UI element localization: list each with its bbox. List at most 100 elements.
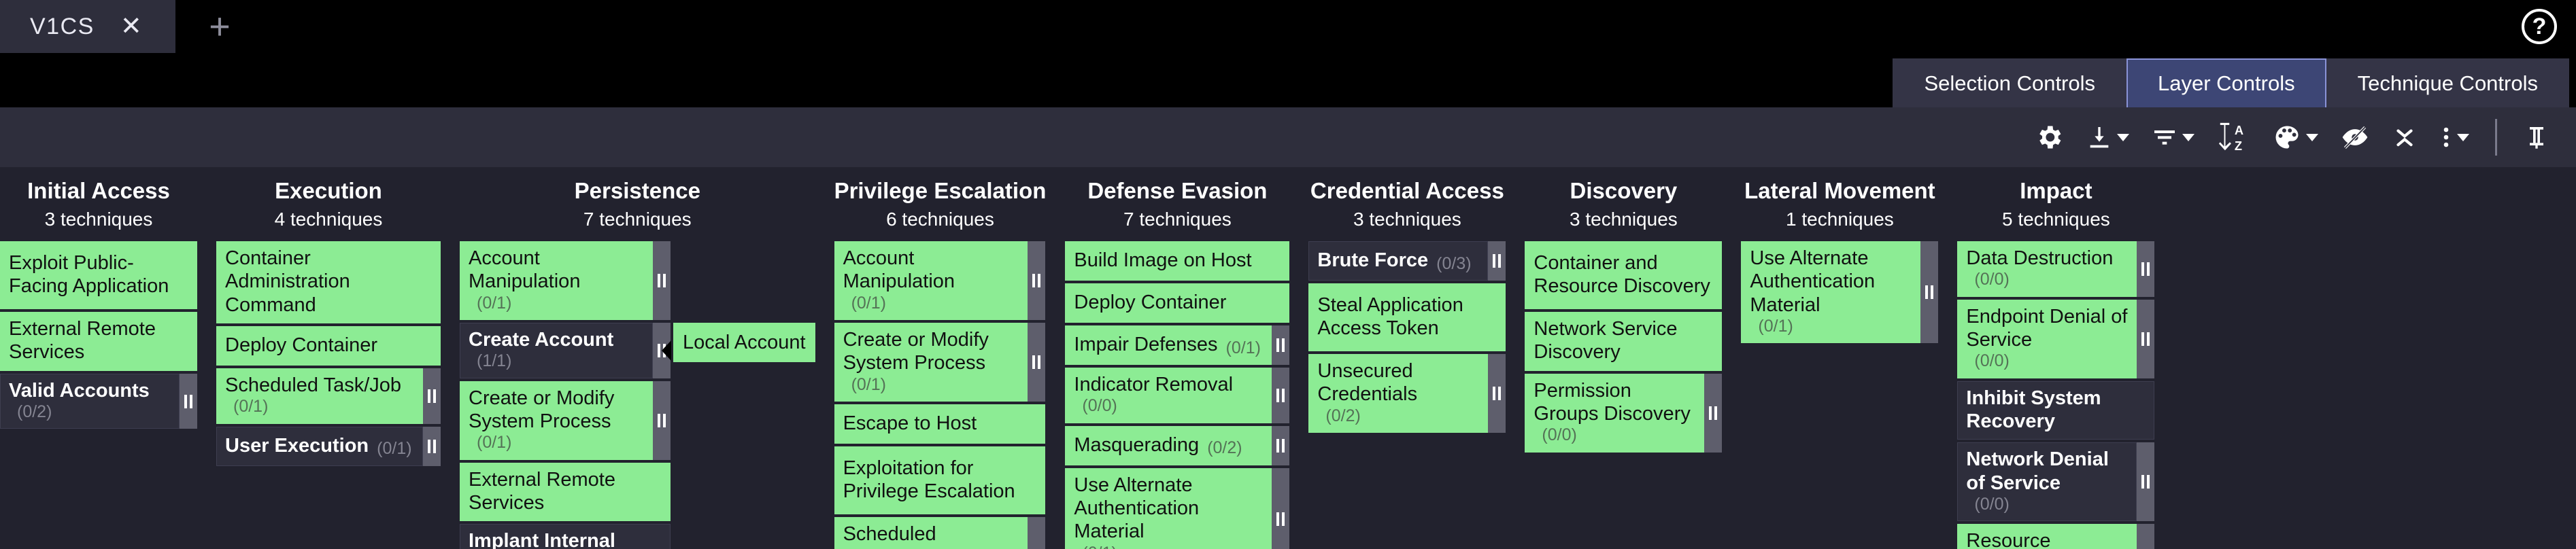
technique-cell[interactable]: Exploit Public-Facing Application <box>0 241 197 310</box>
technique-cell[interactable]: Resource Hijacking(0/2) <box>1957 524 2137 549</box>
technique-cell[interactable]: Escape to Host <box>834 404 1045 444</box>
technique-cell[interactable]: Create or Modify System Process(0/1) <box>460 380 653 460</box>
technique-cell[interactable]: Use Alternate Authentication Material(0/… <box>1741 241 1921 344</box>
technique-row: Masquerading(0/2) <box>1065 425 1290 465</box>
technique-name: Scheduled Task/Job <box>225 374 402 396</box>
subtechnique-toggle[interactable] <box>1272 467 1290 549</box>
technique-cell[interactable]: External Remote Services <box>0 312 197 371</box>
subtechnique-toggle[interactable] <box>2137 299 2155 378</box>
close-icon[interactable]: ✕ <box>120 12 142 41</box>
technique-cell[interactable]: Implant Internal Image <box>460 524 671 549</box>
more-vert-icon[interactable] <box>2431 118 2477 156</box>
technique-cell[interactable]: Impair Defenses(0/1) <box>1065 325 1272 366</box>
technique-cell[interactable]: Use Alternate Authentication Material(0/… <box>1065 467 1272 549</box>
technique-name: Build Image on Host <box>1074 249 1252 272</box>
subtechnique-cell[interactable]: Local Account <box>673 323 815 363</box>
subtechnique-toggle[interactable] <box>1488 241 1506 281</box>
technique-cell[interactable]: Steal Application Access Token <box>1308 283 1506 352</box>
control-tab-technique-controls[interactable]: Technique Controls <box>2326 58 2569 107</box>
technique-row: Endpoint Denial of Service(0/0) <box>1957 299 2155 378</box>
technique-cell[interactable]: Inhibit System Recovery <box>1957 380 2155 440</box>
hide-disabled-icon[interactable] <box>2332 118 2378 156</box>
technique-cell[interactable]: Container and Resource Discovery <box>1525 241 1723 310</box>
tactic-header: Privilege Escalation 6 techniques <box>834 177 1047 230</box>
technique-row: Scheduled Task/Job(0/1) <box>216 368 441 424</box>
technique-row: Resource Hijacking(0/2) <box>1957 524 2155 549</box>
plus-icon[interactable]: + <box>209 6 231 47</box>
subtechnique-toggle[interactable] <box>2137 524 2155 549</box>
subtechnique-toggle[interactable] <box>180 373 197 429</box>
tactic-technique-count: 6 techniques <box>886 209 994 230</box>
subtechnique-toggle[interactable] <box>423 368 441 424</box>
subtechnique-toggle-glyph <box>1276 438 1280 453</box>
filter-icon[interactable] <box>2143 118 2203 156</box>
technique-row: Brute Force(0/3) <box>1308 241 1506 281</box>
subtechnique-count: (0/0) <box>1974 351 2010 371</box>
technique-cell[interactable]: Brute Force(0/3) <box>1308 241 1489 281</box>
subtechnique-toggle[interactable] <box>1920 241 1939 344</box>
technique-cell[interactable]: Scheduled Task/Job(0/1) <box>216 368 423 424</box>
technique-cell[interactable]: Valid Accounts(0/2) <box>0 373 180 429</box>
subtechnique-toggle-glyph <box>2141 332 2145 346</box>
help-circle-icon[interactable]: ? <box>2522 9 2557 44</box>
color-palette-icon[interactable] <box>2264 118 2326 156</box>
subtechnique-toggle[interactable] <box>1027 517 1045 549</box>
subtechnique-toggle[interactable] <box>1488 354 1506 433</box>
technique-name: Create or Modify System Process <box>843 329 989 374</box>
technique-cell[interactable]: Deploy Container <box>1065 283 1290 323</box>
technique-cell[interactable]: Create Account(1/1) <box>460 323 653 378</box>
technique-cell[interactable]: Masquerading(0/2) <box>1065 425 1272 465</box>
subtechnique-count: (1/1) <box>477 351 512 371</box>
control-tab-selection-controls[interactable]: Selection Controls <box>1893 58 2127 107</box>
technique-cell[interactable]: Account Manipulation(0/1) <box>834 241 1028 321</box>
subtechnique-toggle[interactable] <box>2137 442 2155 522</box>
subtechnique-toggle[interactable] <box>1272 425 1290 465</box>
technique-cell[interactable]: Create or Modify System Process(0/1) <box>834 323 1028 402</box>
technique-cell[interactable]: Unsecured Credentials(0/2) <box>1308 354 1489 433</box>
subtechnique-toggle[interactable] <box>653 380 671 460</box>
pin-icon[interactable] <box>2515 118 2558 157</box>
technique-cell[interactable]: Build Image on Host <box>1065 241 1290 281</box>
technique-row: Build Image on Host <box>1065 241 1290 281</box>
technique-cell[interactable]: Account Manipulation(0/1) <box>460 241 653 321</box>
layer-tab[interactable]: V1CS ✕ <box>0 0 175 53</box>
subtechnique-toggle[interactable] <box>1272 325 1290 366</box>
technique-cell[interactable]: Scheduled Task/Job(0/1) <box>834 517 1028 549</box>
technique-cell[interactable]: Permission Groups Discovery(0/0) <box>1525 373 1705 453</box>
technique-cell[interactable]: Network Denial of Service(0/0) <box>1957 442 2137 522</box>
control-tab-layer-controls[interactable]: Layer Controls <box>2126 58 2326 107</box>
subtechnique-toggle-glyph <box>2141 262 2145 277</box>
technique-cell[interactable]: External Remote Services <box>460 462 671 522</box>
technique-cell[interactable]: Indicator Removal(0/0) <box>1065 368 1272 423</box>
download-icon[interactable] <box>2078 118 2137 156</box>
technique-cell[interactable]: Network Service Discovery <box>1525 312 1723 371</box>
subtechnique-toggle[interactable] <box>1027 241 1045 321</box>
subtechnique-toggle[interactable] <box>653 241 671 321</box>
subtechnique-toggle-glyph <box>1032 355 1035 370</box>
subtechnique-toggle-glyph <box>658 274 660 288</box>
technique-cell[interactable]: Data Destruction(0/0) <box>1957 241 2137 297</box>
technique-name: User Execution <box>225 434 369 457</box>
subtechnique-toggle[interactable] <box>1272 368 1290 423</box>
subtechnique-toggle[interactable] <box>1027 323 1045 402</box>
technique-name: Create or Modify System Process <box>469 387 615 433</box>
technique-name: Data Destruction <box>1966 247 2114 270</box>
technique-cell[interactable]: Container Administration Command <box>216 241 441 323</box>
subtechnique-toggle[interactable] <box>2137 241 2155 297</box>
technique-cell[interactable]: Endpoint Denial of Service(0/0) <box>1957 299 2137 378</box>
subtechnique-toggle[interactable] <box>423 426 441 466</box>
subtechnique-toggle[interactable] <box>653 323 671 378</box>
technique-cell[interactable]: User Execution(0/1) <box>216 426 423 466</box>
subtechnique-toggle[interactable] <box>1704 373 1723 453</box>
gear-icon[interactable] <box>2026 118 2072 156</box>
technique-cell[interactable]: Deploy Container <box>216 325 441 366</box>
technique-cell[interactable]: Exploitation for Privilege Escalation <box>834 446 1045 515</box>
collapse-icon[interactable] <box>2384 118 2426 156</box>
tactic-name: Privilege Escalation <box>834 178 1047 203</box>
